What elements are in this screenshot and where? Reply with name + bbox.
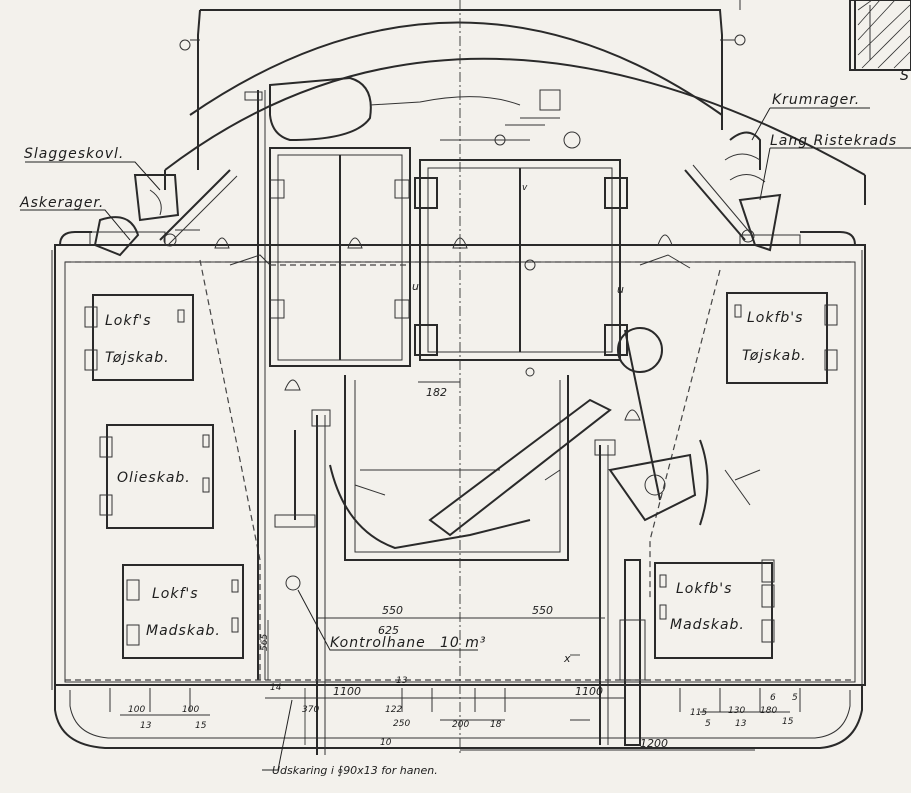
locker-lokfbs-madskab (654, 559, 775, 659)
dim-130: 130 (728, 706, 745, 716)
dim-370: 370 (302, 705, 319, 715)
handrail-pipes (51, 231, 863, 690)
label-lokfs-madskab-1: Lokf's (152, 586, 199, 602)
mark-x: x (563, 652, 571, 665)
leader-lines (20, 107, 911, 771)
dim-13-c: 13 (735, 719, 747, 729)
mark-u-right: u (617, 283, 624, 296)
dim-565: 565 (260, 634, 270, 651)
top-fittings (244, 76, 581, 149)
hatched-corner-block (849, 0, 911, 71)
dim-18: 18 (490, 720, 502, 730)
dim-550-left: 550 (382, 604, 403, 617)
label-lang-ristekrads: Lang Ristekrads (770, 133, 897, 149)
locker-lokfs-tojskab (84, 294, 194, 381)
label-kontrolhane: Kontrolhane (330, 635, 426, 651)
label-lokfs-tojskab-2: Tøjskab. (105, 350, 170, 366)
label-askerager: Askerager. (19, 195, 104, 211)
dim-1200: 1200 (640, 737, 668, 750)
dim-13-a: 13 (140, 721, 152, 731)
left-tools (93, 169, 238, 257)
label-lokfs-tojskab-1: Lokf's (105, 313, 152, 329)
dim-550-right: 550 (532, 604, 553, 617)
corner-s-label: S (900, 68, 910, 84)
dim-5b: 5 (792, 693, 798, 703)
dim-15-a: 15 (195, 721, 207, 731)
right-tools (684, 131, 782, 252)
lamp-fittings (214, 234, 691, 421)
dim-122: 122 (385, 705, 402, 715)
mark-u-left: u (412, 280, 419, 293)
dim-10: 10 (380, 738, 392, 748)
locker-lokfs-madskab (122, 564, 244, 659)
label-lokfbs-tojskab-1: Lokfb's (747, 310, 803, 326)
dim-625: 625 (378, 624, 399, 637)
mark-v: v (522, 183, 528, 193)
label-lokfbs-tojskab-2: Tøjskab. (742, 348, 807, 364)
dim-5: 5 (705, 719, 711, 729)
left-injector (274, 409, 331, 755)
label-slaggeskovl: Slaggeskovl. (24, 146, 124, 162)
label-lokfs-madskab-2: Madskab. (146, 623, 221, 639)
dim-250: 250 (393, 719, 410, 729)
label-lokfbs-madskab-2: Madskab. (670, 617, 745, 633)
dim-100-b: 100 (182, 705, 199, 715)
dim-180: 180 (760, 706, 777, 716)
dim-15-b: 15 (782, 717, 794, 727)
right-controls (428, 327, 761, 746)
label-udskaring: Udskaring i ∮90x13 for hanen. (272, 764, 438, 777)
dim-6: 6 (770, 693, 776, 703)
dim-200: 200 (452, 720, 469, 730)
fire-door-right (414, 159, 628, 377)
dimension-lines (120, 381, 790, 751)
dim-1100-left: 1100 (333, 685, 361, 698)
dim-182: 182 (426, 386, 447, 399)
dim-13-b: 13 (396, 676, 408, 686)
label-olieskab: Olieskab. (117, 470, 191, 486)
dim-14: 14 (270, 683, 282, 693)
dim-115: 115 (690, 708, 707, 718)
dim-1100-right: 1100 (575, 685, 603, 698)
label-kontrolhane-value: 10 m³ (440, 635, 487, 651)
locker-lokfbs-tojskab (726, 292, 838, 384)
center-seat-area (329, 375, 569, 561)
label-krumrager: Krumrager. (772, 92, 860, 108)
locker-olieskab (99, 424, 214, 529)
fire-door-left (257, 90, 411, 680)
label-lokfbs-madskab-1: Lokfb's (676, 581, 732, 597)
dim-100-a: 100 (128, 705, 145, 715)
